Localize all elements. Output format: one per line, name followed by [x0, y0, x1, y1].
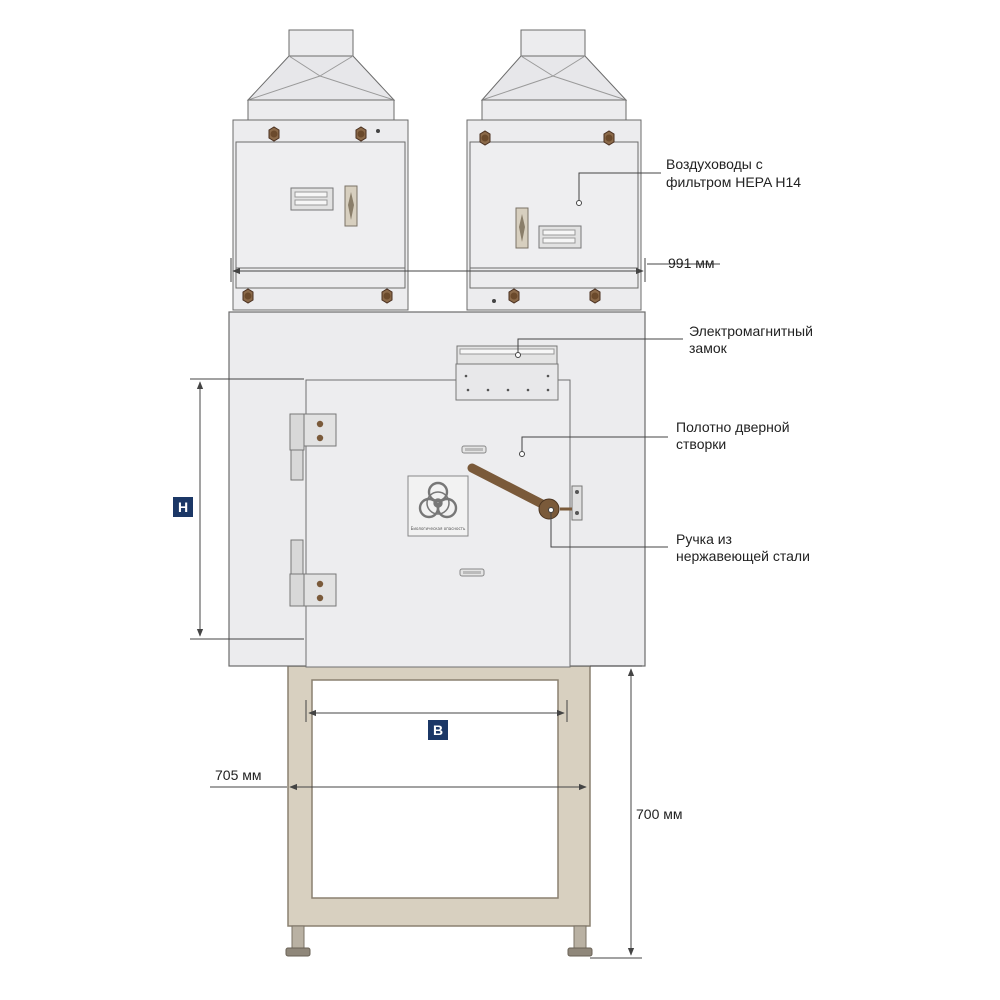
callout-handle-line1: Ручка из: [676, 531, 732, 547]
label-top-width: 991 мм: [668, 255, 715, 271]
callout-handle: Ручка из нержавеющей стали: [548, 507, 810, 564]
callout-lock-line2: замок: [689, 340, 728, 356]
svg-text:H: H: [178, 499, 188, 515]
callout-door: Полотно дверной створки: [519, 419, 790, 457]
bolt-icon: [479, 130, 491, 146]
callout-lock: Электромагнитный замок: [515, 323, 813, 358]
bolt-icon: [589, 288, 601, 304]
callout-ducts-line2: фильтром HEPA H14: [666, 174, 801, 190]
hinge-icon: [289, 413, 337, 481]
hinge-icon: [289, 539, 337, 607]
lock-icon: [455, 345, 559, 401]
label-stand-width: 705 мм: [215, 767, 262, 783]
badge-h: H: [173, 497, 193, 517]
callout-ducts-line1: Воздуховоды с: [666, 156, 763, 172]
callout-door-line1: Полотно дверной: [676, 419, 790, 435]
biohazard-sign: Биологическая опасность: [407, 475, 469, 537]
bolt-icon: [242, 288, 254, 304]
stand-foot-right: [567, 925, 593, 957]
duct-left: [232, 29, 409, 311]
dim-top-width: [230, 258, 720, 282]
duct-right: [466, 29, 642, 311]
stand-frame: [285, 665, 593, 957]
dim-stand-height: [590, 665, 642, 959]
bolt-icon: [508, 288, 520, 304]
dim-door-width: [305, 700, 568, 722]
dim-door-height: [190, 378, 304, 640]
badge-b: B: [428, 720, 448, 740]
bolt-icon: [603, 130, 615, 146]
callout-handle-line2: нержавеющей стали: [676, 548, 810, 564]
bolt-icon: [268, 126, 280, 142]
biohazard-caption: Биологическая опасность: [411, 526, 466, 531]
label-stand-height: 700 мм: [636, 806, 683, 822]
stand-foot-left: [285, 925, 311, 957]
door-vent-top: [461, 445, 487, 454]
duct-right-gauge: [515, 207, 582, 249]
duct-left-gauge: [290, 185, 358, 227]
bolt-icon: [381, 288, 393, 304]
callout-door-line2: створки: [676, 436, 726, 452]
door-vent-bottom: [459, 568, 485, 577]
callout-lock-line1: Электромагнитный: [689, 323, 813, 339]
callout-ducts: Воздуховоды с фильтром HEPA H14: [576, 156, 801, 206]
biohazard-icon: [418, 481, 458, 519]
svg-text:B: B: [433, 722, 443, 738]
bolt-icon: [355, 126, 367, 142]
